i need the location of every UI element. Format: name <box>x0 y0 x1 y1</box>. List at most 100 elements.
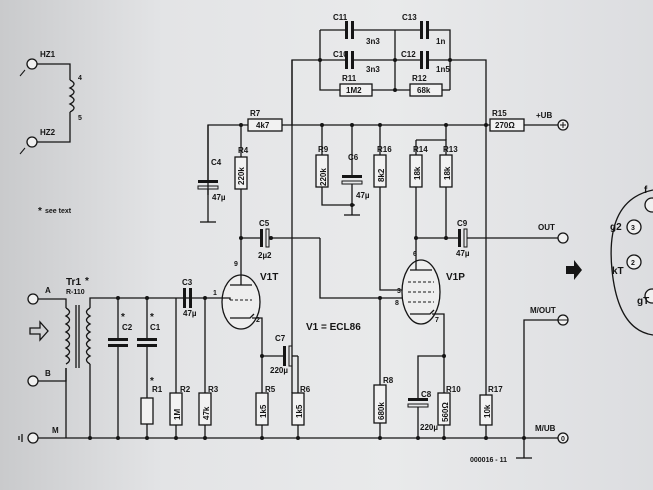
r7-label: R7 <box>250 109 261 118</box>
see-text-note: see text <box>45 208 72 215</box>
r6-label: R6 <box>300 385 311 394</box>
pin-3-number: 3 <box>631 225 635 232</box>
r4-value: 220k <box>237 167 246 185</box>
coil-pin-4: 4 <box>78 75 82 82</box>
v1t-label: V1T <box>260 272 278 283</box>
out-terminal <box>557 232 569 244</box>
pin-f-label: f <box>644 185 648 196</box>
c1-asterisk: * <box>150 312 154 323</box>
c4-label: C4 <box>211 158 222 167</box>
c7-value: 220µ <box>270 366 288 375</box>
c11-label: C11 <box>333 13 348 22</box>
pin-2-number: 2 <box>631 260 635 267</box>
r1-label: R1 <box>152 385 163 394</box>
transformer-label: Tr1 <box>66 277 81 288</box>
c6-value: 47µ <box>356 191 370 200</box>
pickup-coil <box>19 58 75 155</box>
tube-pin-2: 2 <box>256 317 260 324</box>
pin-kt-label: kT <box>612 266 624 277</box>
c1-label: C1 <box>150 323 161 332</box>
r13-value: 18k <box>443 166 452 180</box>
r5-value: 1k5 <box>259 404 268 418</box>
r12-value: 68k <box>417 86 431 95</box>
r14-label: R14 <box>413 145 428 154</box>
v1p-label: V1P <box>446 272 465 283</box>
input-m-terminal <box>27 432 39 444</box>
c10-label: C10 <box>333 50 348 59</box>
c10-value: 3n3 <box>366 65 380 74</box>
input-arrow-icon <box>29 320 49 342</box>
tube-pin-9: 9 <box>234 261 238 268</box>
r1-asterisk: * <box>150 376 154 387</box>
r16-label: R16 <box>377 145 392 154</box>
c8-value: 220µ <box>420 423 438 432</box>
input-b-label: B <box>45 369 51 378</box>
c5-label: C5 <box>259 219 270 228</box>
r12-label: R12 <box>412 74 427 83</box>
asterisk-mark: * <box>38 206 42 217</box>
r9-label: R9 <box>318 145 329 154</box>
r17-label: R17 <box>488 385 503 394</box>
c4-value: 47µ <box>212 193 226 202</box>
r16-value: 8k2 <box>377 168 386 182</box>
input-m-label: M <box>52 426 59 435</box>
tube-pin-6: 6 <box>413 251 417 258</box>
pinout-diagram <box>610 189 653 336</box>
c11-value: 3n3 <box>366 37 380 46</box>
tube-pin-7: 7 <box>435 317 439 324</box>
r2-value: 1M <box>173 409 182 420</box>
pin-gt-label: gT <box>637 296 649 307</box>
transformer-type: R-110 <box>66 289 85 296</box>
r8-label: R8 <box>383 376 394 385</box>
coil-pin-5: 5 <box>78 115 82 122</box>
input-b-terminal <box>27 375 39 387</box>
c13-label: C13 <box>402 13 417 22</box>
c13-value: 1n <box>436 37 445 46</box>
r15-value: 270Ω <box>495 121 515 130</box>
c2-asterisk: * <box>121 312 125 323</box>
pin-2-circle <box>626 254 642 270</box>
hz2-terminal <box>26 136 38 148</box>
c3-value: 47µ <box>183 309 197 318</box>
r17-value: 10k <box>483 404 492 418</box>
r9-value: 220k <box>319 168 328 186</box>
tube-pin-3: 3 <box>397 288 401 295</box>
r10-value: 560Ω <box>441 402 450 422</box>
r11-label: R11 <box>342 74 357 83</box>
r1-resistor <box>140 397 154 425</box>
pin-3-circle <box>626 219 642 235</box>
mub-terminal <box>557 432 569 444</box>
c9-value: 47µ <box>456 249 470 258</box>
tube-pin-1: 1 <box>213 290 217 297</box>
r13-label: R13 <box>443 145 458 154</box>
r3-label: R3 <box>208 385 219 394</box>
r3-value: 47k <box>202 406 211 420</box>
r6-value: 1k5 <box>295 404 304 418</box>
r7-value: 4k7 <box>256 121 270 130</box>
r14-value: 18k <box>413 166 422 180</box>
out-label: OUT <box>538 223 555 232</box>
transformer-asterisk: * <box>85 276 89 287</box>
c7-label: C7 <box>275 334 286 343</box>
pin-1-circle <box>644 288 653 304</box>
r15-label: R15 <box>492 109 507 118</box>
c9-label: C9 <box>457 219 468 228</box>
pin-4-circle <box>644 197 653 213</box>
mub-label: M/UB <box>535 424 556 433</box>
pin-g2-label: g2 <box>610 222 622 233</box>
input-a-label: A <box>45 286 51 295</box>
tube-spec: V1 = ECL86 <box>306 322 361 333</box>
mout-label: M/OUT <box>530 306 556 315</box>
hz2-label: HZ2 <box>40 128 56 137</box>
c5-value: 2µ2 <box>258 251 272 260</box>
r10-label: R10 <box>446 385 461 394</box>
r5-label: R5 <box>265 385 276 394</box>
figure-id: 000016 - 11 <box>470 457 507 464</box>
c3-label: C3 <box>182 278 193 287</box>
mub-zero: 0 <box>561 436 565 443</box>
hz1-terminal <box>26 58 38 70</box>
c12-label: C12 <box>401 50 416 59</box>
c12-value: 1n5 <box>436 65 450 74</box>
